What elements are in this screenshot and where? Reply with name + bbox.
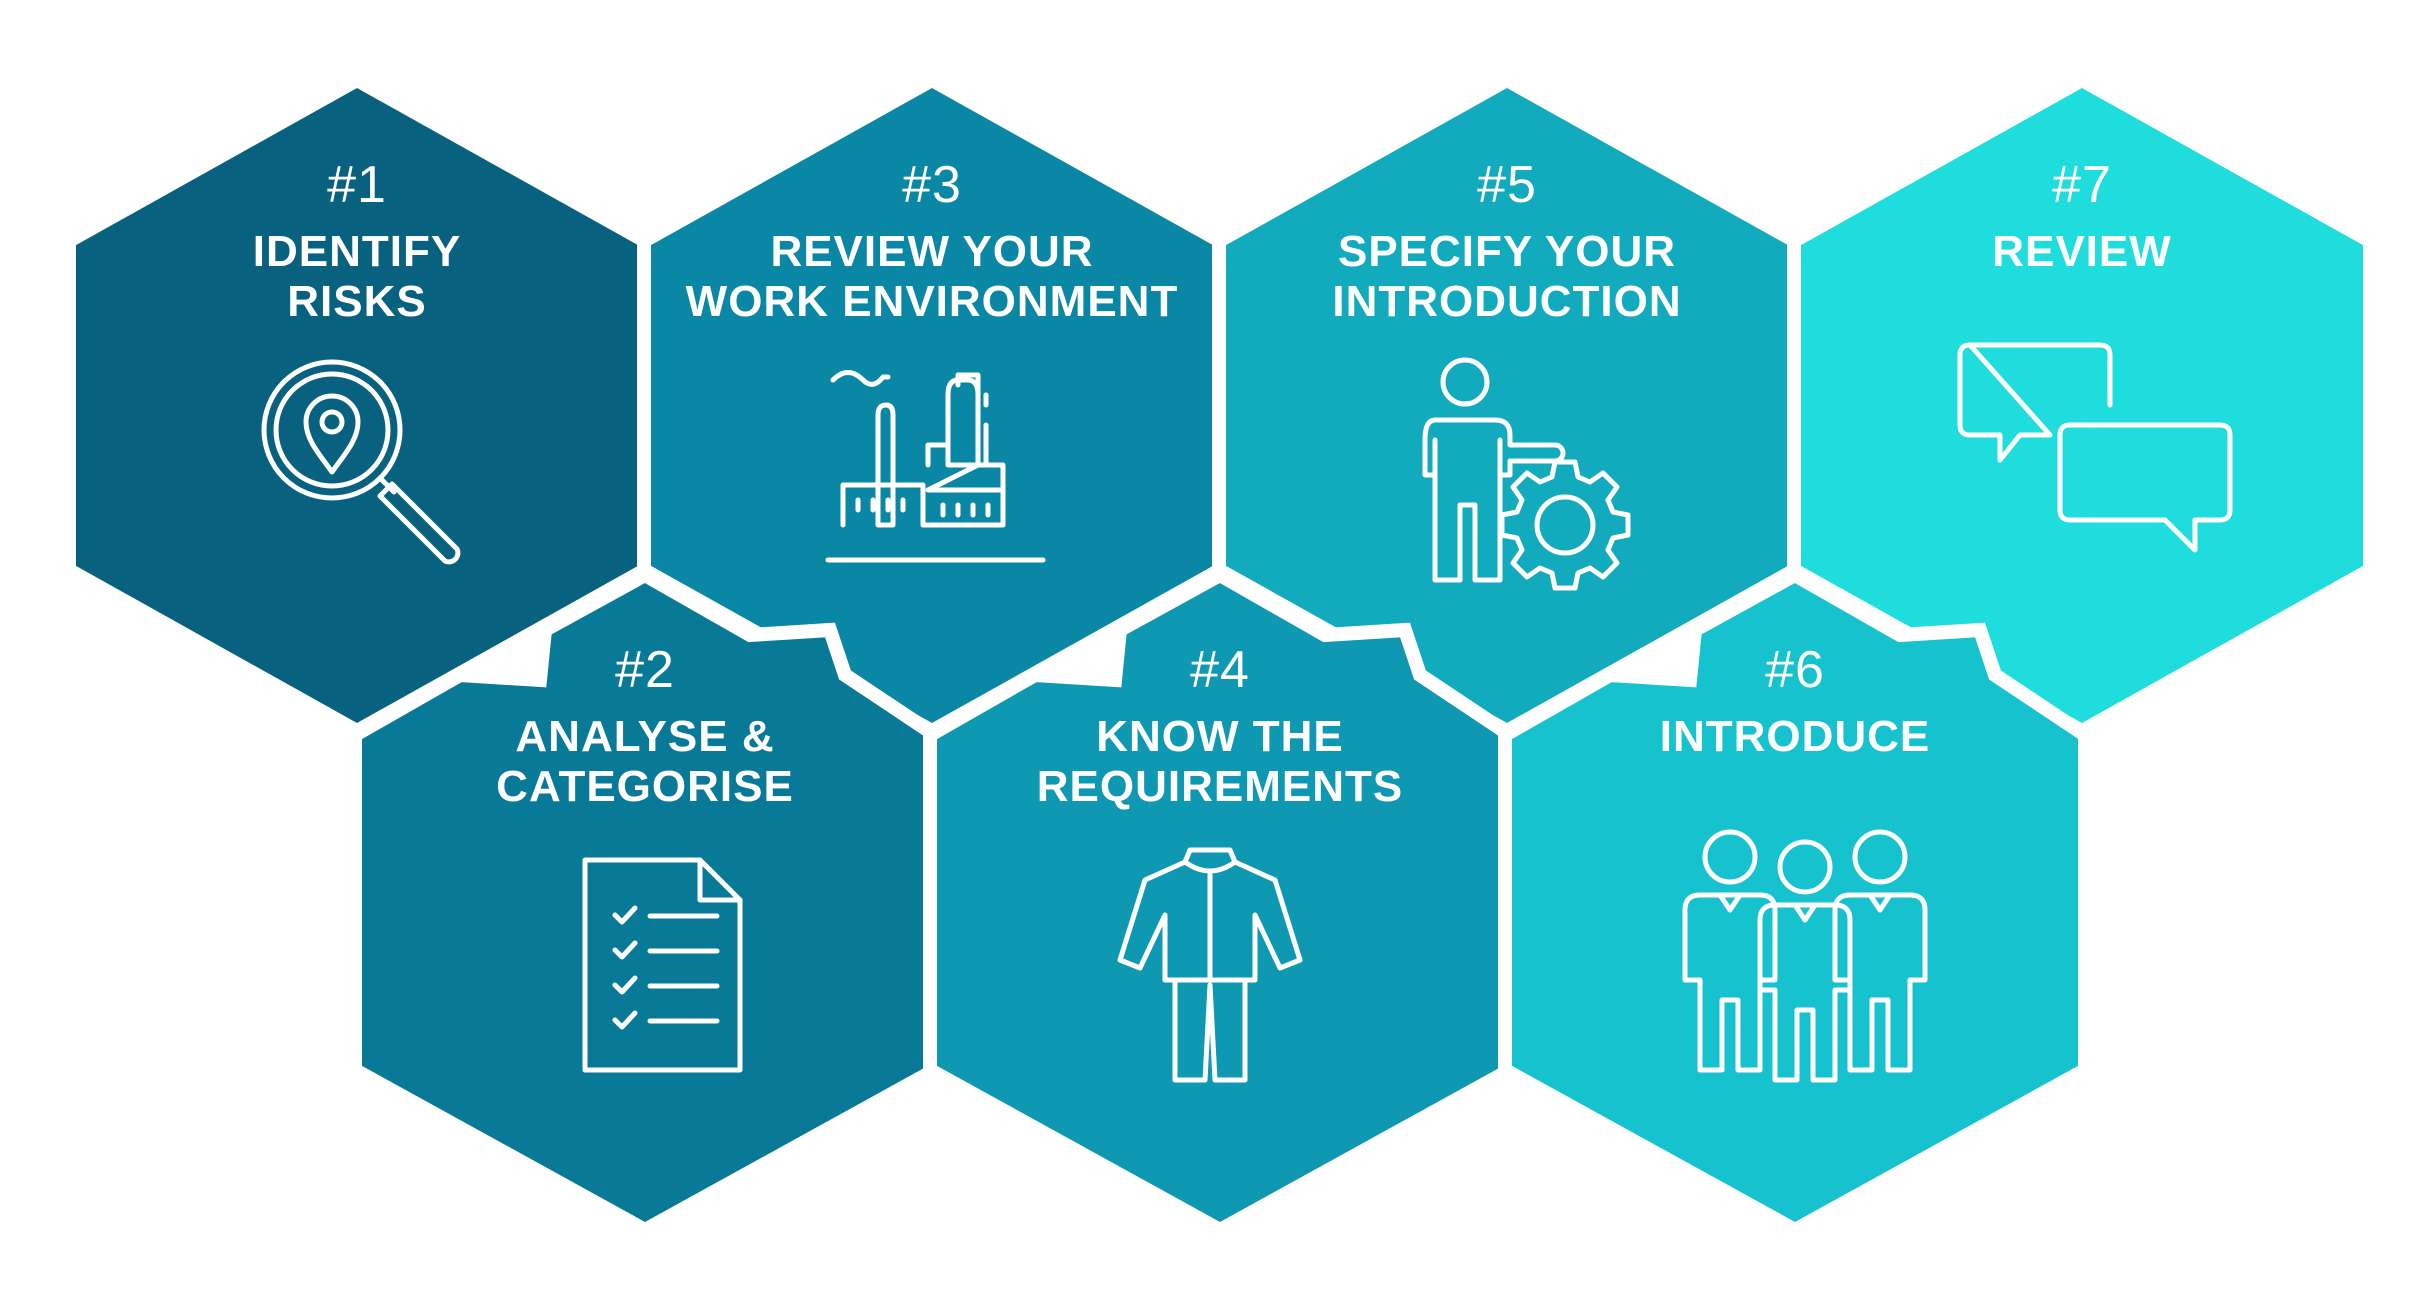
step-title: REVIEW YOUR WORK ENVIRONMENT [685,227,1179,326]
step-6-text: #6 INTRODUCE [1535,640,2055,762]
step-title: ANALYSE & CATEGORISE [496,712,794,811]
step-title: INTRODUCE [1659,712,1931,761]
presenter-gear-icon [1422,357,1631,591]
step-7-text: #7 REVIEW [1822,155,2342,277]
step-number: #2 [615,641,675,699]
step-4-text: #4 KNOW THE REQUIREMENTS [960,640,1480,812]
step-title: IDENTIFY RISKS [252,227,462,326]
step-4-hexagon [923,566,1517,1238]
speech-bubbles-icon [1957,342,2233,553]
step-number: #5 [1477,156,1537,214]
magnifier-location-icon [261,359,461,565]
step-3-text: #3 REVIEW YOUR WORK ENVIRONMENT [672,155,1192,327]
step-number: #7 [2052,156,2112,214]
checklist-document-icon [582,857,743,1073]
step-number: #1 [327,156,387,214]
step-2-hexagon [348,566,942,1238]
step-title: SPECIFY YOUR INTRODUCTION [1332,227,1682,326]
step-5-text: #5 SPECIFY YOUR INTRODUCTION [1247,155,1767,327]
coverall-icon [1117,847,1303,1083]
step-title: KNOW THE REQUIREMENTS [1036,712,1404,811]
factory-icon [825,370,1046,563]
step-2-text: #2 ANALYSE & CATEGORISE [385,640,905,812]
step-1-text: #1 IDENTIFY RISKS [97,155,617,327]
step-number: #3 [902,156,962,214]
step-number: #6 [1765,641,1825,699]
step-title: REVIEW [1992,227,2172,276]
group-people-icon [1682,829,1928,1083]
step-number: #4 [1190,641,1250,699]
